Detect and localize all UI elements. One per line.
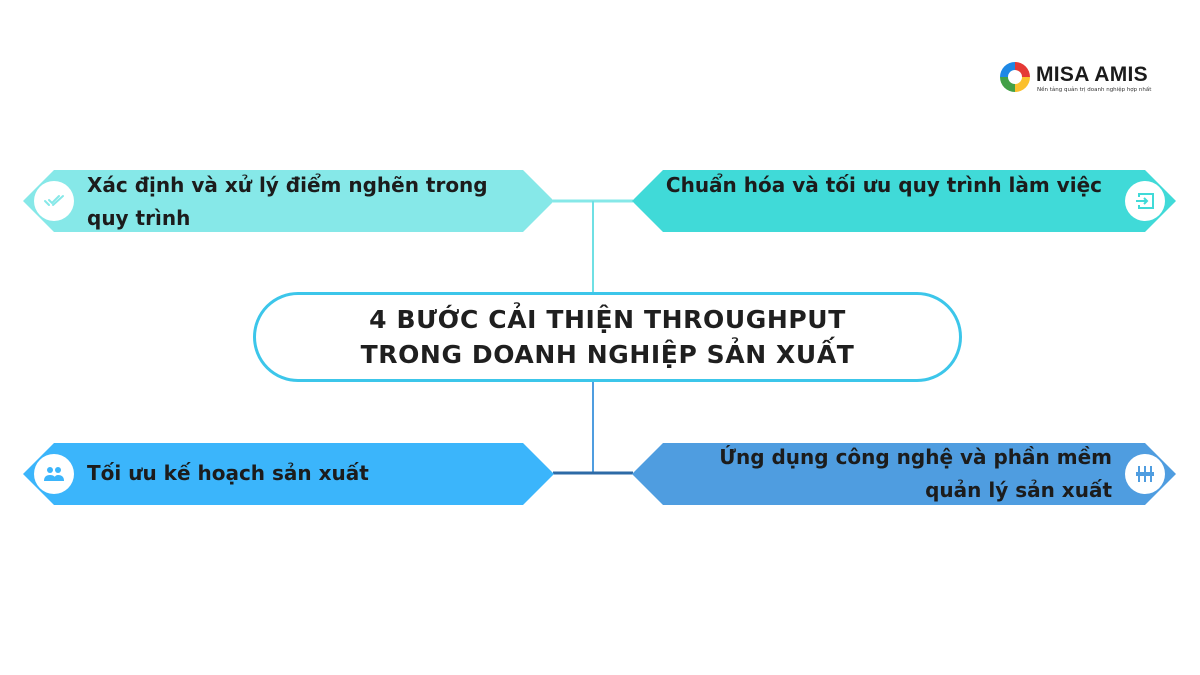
brand-tagline: Nền tảng quản trị doanh nghiệp hợp nhất xyxy=(1037,87,1152,93)
step-shape xyxy=(632,170,1176,232)
title-line-2: TRONG DOANH NGHIỆP SẢN XUẤT xyxy=(360,340,855,369)
sliders-icon xyxy=(1125,454,1165,494)
step-node-technology: Ứng dụng công nghệ và phần mềm quản lý s… xyxy=(632,443,1176,505)
step-label: Chuẩn hóa và tối ưu quy trình làm việc xyxy=(665,173,1102,197)
step-node-bottleneck: Xác định và xử lý điểm nghẽn trong quy t… xyxy=(23,170,554,232)
step-label: Tối ưu kế hoạch sản xuất xyxy=(87,461,369,485)
central-title: 4 BƯỚC CẢI THIỆN THROUGHPUT TRONG DOANH … xyxy=(361,302,855,372)
misa-amis-logo: MISA AMIS Nền tảng quản trị doanh nghiệp… xyxy=(1000,62,1160,98)
login-enter-icon xyxy=(1125,181,1165,221)
double-check-icon xyxy=(34,181,74,221)
users-icon xyxy=(34,454,74,494)
title-line-1: 4 BƯỚC CẢI THIỆN THROUGHPUT xyxy=(369,305,846,334)
step-shape xyxy=(23,443,554,505)
brand-name: MISA AMIS xyxy=(1036,63,1148,86)
step-label: Ứng dụng công nghệ và phần mềm quản lý s… xyxy=(719,445,1112,502)
central-title-pill: 4 BƯỚC CẢI THIỆN THROUGHPUT TRONG DOANH … xyxy=(253,292,962,382)
logo-mark-icon xyxy=(1000,62,1030,92)
step-node-planning: Tối ưu kế hoạch sản xuất xyxy=(23,443,554,505)
step-shape xyxy=(632,443,1176,505)
step-shape xyxy=(23,170,554,232)
step-label: Xác định và xử lý điểm nghẽn trong quy t… xyxy=(87,173,488,230)
step-node-standardize: Chuẩn hóa và tối ưu quy trình làm việc xyxy=(632,170,1176,232)
